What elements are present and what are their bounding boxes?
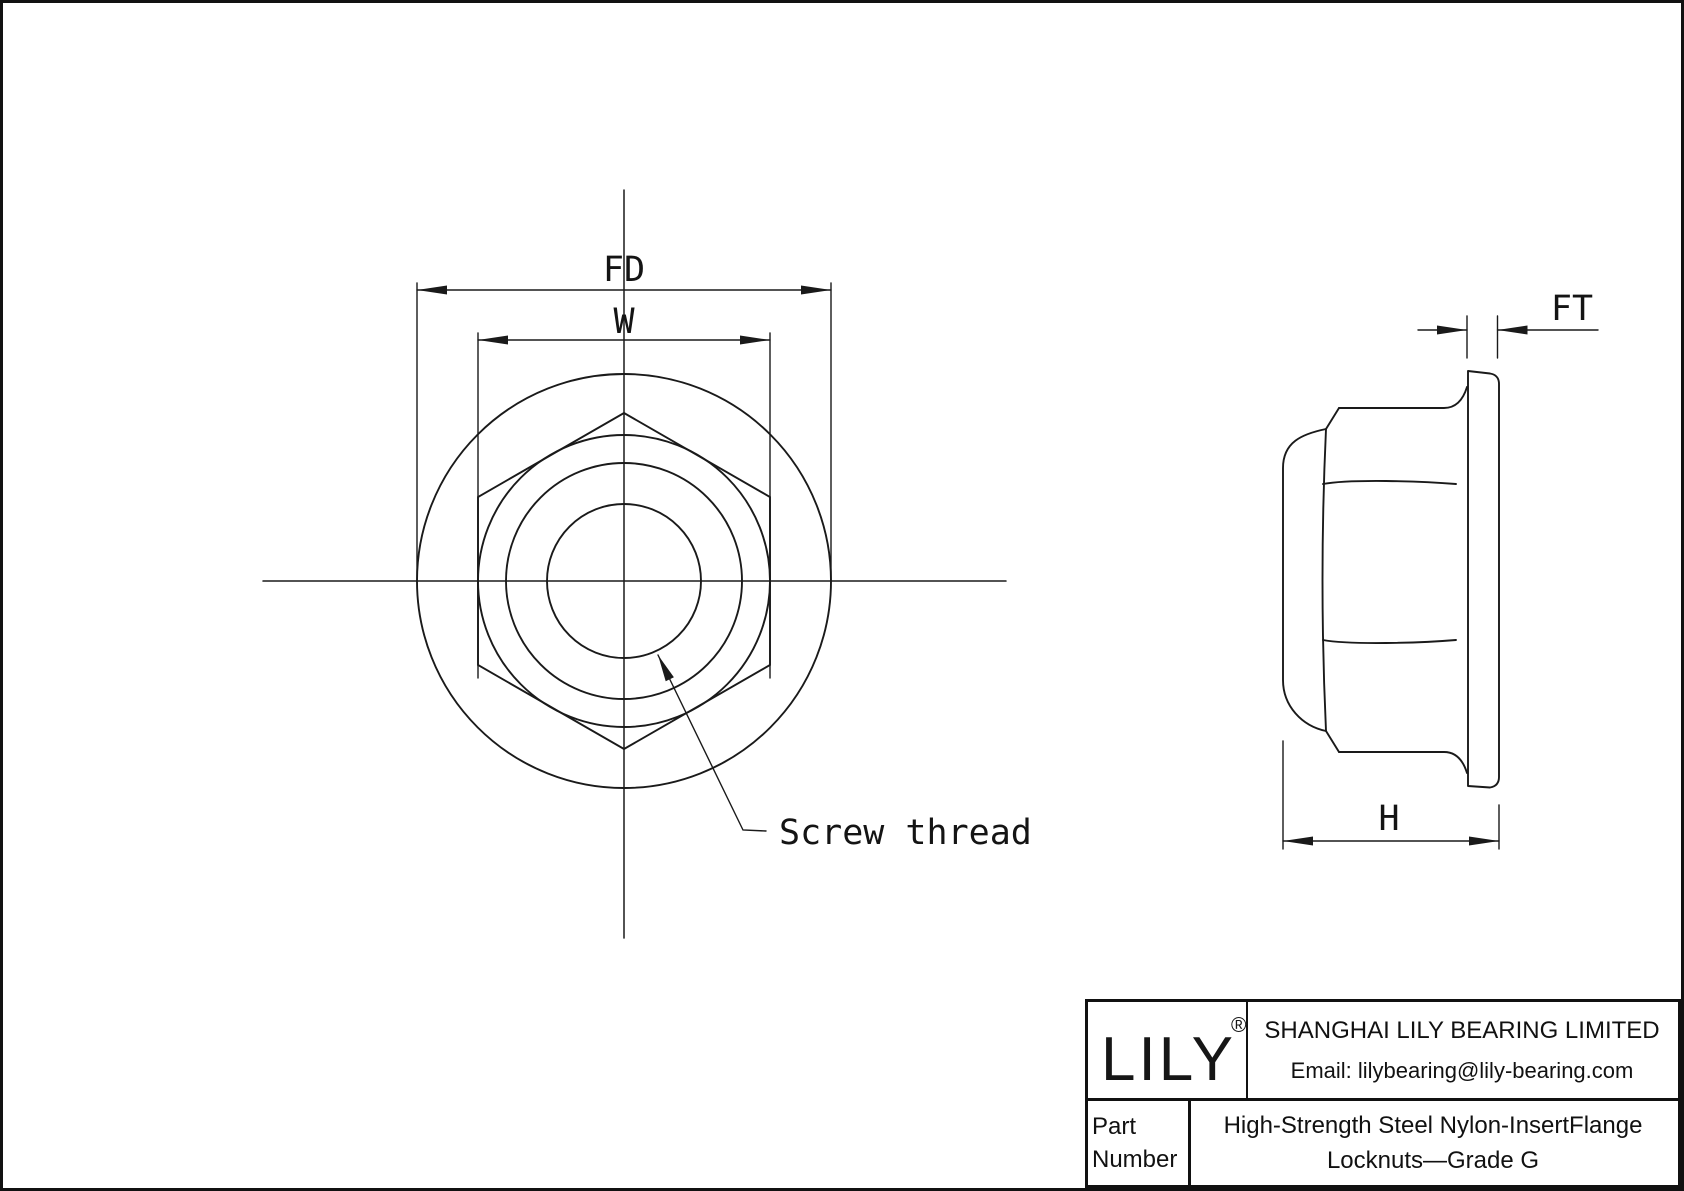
front-view bbox=[262, 189, 1007, 939]
title-block bbox=[1085, 999, 1681, 1188]
company-name: SHANGHAI LILY BEARING LIMITED bbox=[1264, 1017, 1660, 1044]
screw-thread-leader bbox=[657, 654, 767, 832]
ft-arrow-right-icon bbox=[1497, 325, 1528, 335]
thread-hole-circle bbox=[546, 503, 702, 659]
nylon-insert-circle bbox=[505, 462, 743, 700]
part-number-label-line2: Number bbox=[1092, 1146, 1178, 1174]
fd-dimension bbox=[416, 282, 832, 582]
chamfer-top-line bbox=[1325, 407, 1340, 430]
hex-facet-top-line bbox=[1322, 480, 1457, 485]
h-arrow-left-icon bbox=[1283, 836, 1313, 846]
ft-dimension-label: FT bbox=[1550, 289, 1594, 329]
title-block-divider-logo bbox=[1246, 1001, 1248, 1098]
part-number-label: Part Number bbox=[1092, 1110, 1177, 1176]
part-description-line2: Locknuts—Grade G bbox=[1326, 1147, 1540, 1174]
w-arrow-left-icon bbox=[478, 335, 508, 345]
registered-trademark-icon: ® bbox=[1231, 1014, 1247, 1037]
fd-arrow-left-icon bbox=[417, 285, 447, 295]
title-block-divider-part bbox=[1188, 1100, 1191, 1188]
company-email: Email: lilybearing@lily-bearing.com bbox=[1290, 1058, 1634, 1083]
w-dimension-label: W bbox=[613, 302, 635, 342]
chamfer-bottom-line bbox=[1325, 730, 1340, 753]
h-arrow-right-icon bbox=[1469, 836, 1499, 846]
fd-dimension-label: FD bbox=[602, 250, 646, 290]
w-arrow-right-icon bbox=[740, 335, 770, 345]
fd-arrow-right-icon bbox=[801, 285, 831, 295]
part-description-line1: High-Strength Steel Nylon-InsertFlange bbox=[1223, 1112, 1643, 1139]
ft-dimension bbox=[1417, 315, 1599, 359]
leader-arrow-icon bbox=[658, 655, 674, 682]
ft-arrow-left-icon bbox=[1437, 325, 1467, 335]
title-block-divider-horizontal bbox=[1087, 1098, 1678, 1101]
lily-logo: LILY bbox=[1101, 1025, 1236, 1094]
screw-thread-label: Screw thread bbox=[779, 813, 1032, 853]
h-dimension bbox=[1282, 740, 1500, 850]
h-dimension-label: H bbox=[1378, 799, 1400, 839]
insert-dome-outline bbox=[1282, 428, 1327, 732]
leader-line bbox=[657, 654, 767, 832]
body-top-line bbox=[1338, 386, 1468, 409]
hex-facet-bottom-line bbox=[1322, 639, 1457, 644]
flange-plate-outline bbox=[1467, 370, 1500, 789]
body-bottom-line bbox=[1338, 751, 1468, 774]
w-dimension bbox=[477, 332, 771, 679]
dome-seam-line bbox=[1321, 428, 1327, 732]
side-view bbox=[1282, 315, 1599, 850]
part-number-label-line1: Part bbox=[1092, 1113, 1137, 1140]
